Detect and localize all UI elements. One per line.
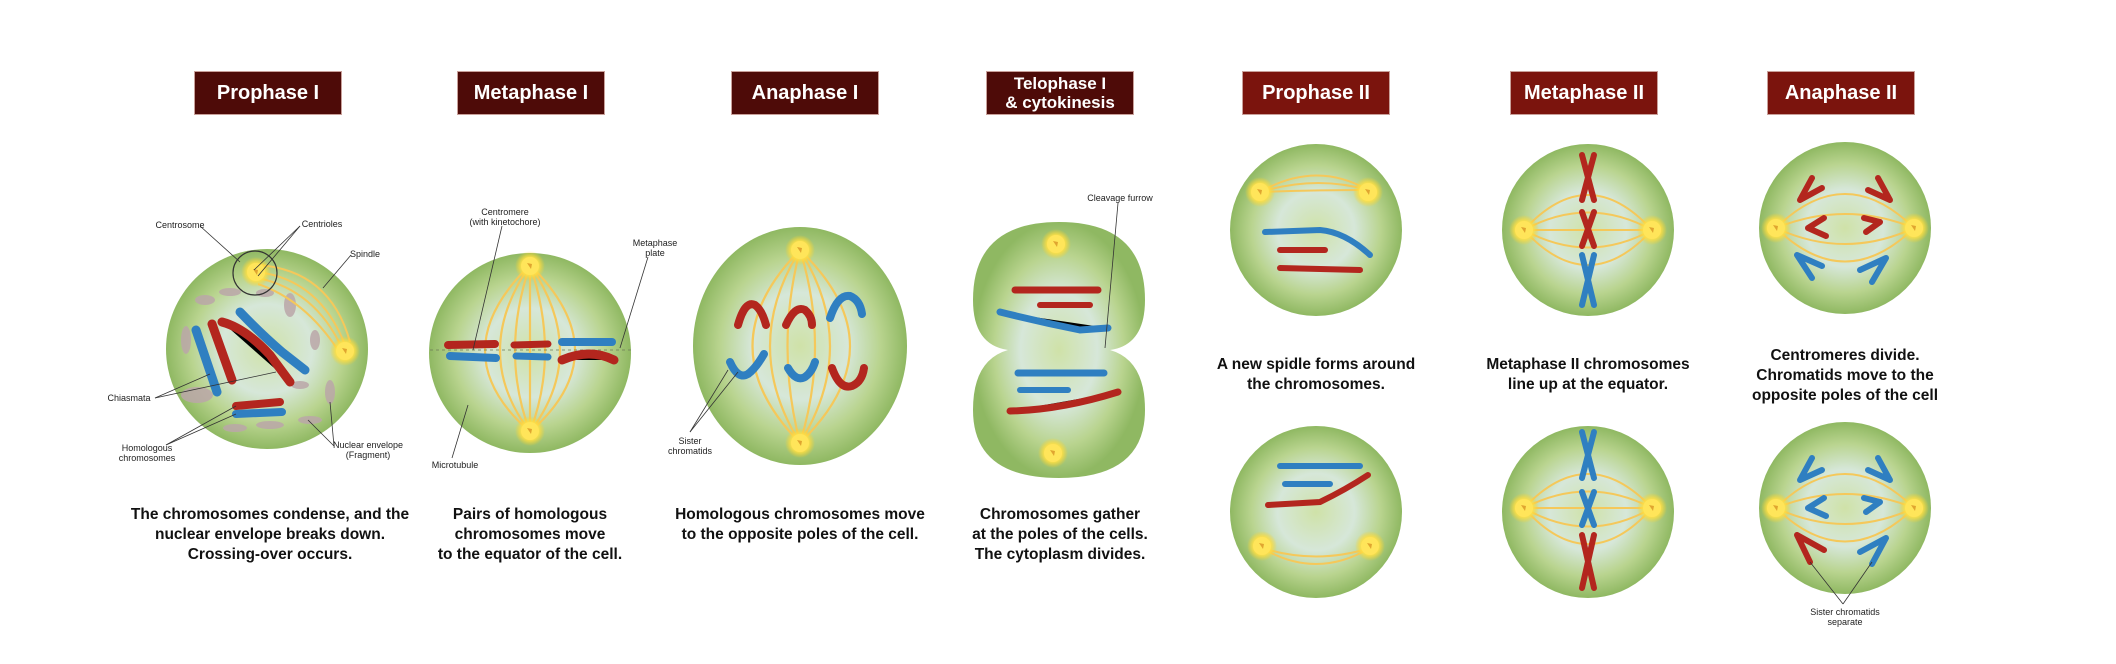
centrosome-icon — [1038, 438, 1068, 468]
centrosome-icon — [1637, 215, 1667, 245]
anaphase-2-cell-top — [1759, 142, 1931, 314]
prophase-1-cell — [154, 225, 368, 449]
annotation-spindle: Spindle — [349, 249, 381, 259]
stage-label-text: Metaphase I — [473, 81, 589, 104]
centrosome-icon — [330, 336, 360, 366]
anaphase-2-cell-bottom — [1759, 422, 1931, 605]
description-metaphase-2: Metaphase II chromosomes line up at the … — [1486, 356, 1690, 393]
stage-label-metaphase-2: Metaphase II — [1510, 71, 1658, 115]
stage-label-text: Telophase I & cytokinesis — [1005, 74, 1115, 112]
centrosome-icon — [1899, 213, 1929, 243]
spindle-fibers — [484, 264, 576, 433]
stage-label-text: Prophase I — [216, 81, 320, 104]
description-prophase-1: The chromosomes condense, and the nuclea… — [130, 506, 410, 563]
annotation-centrosome: Centrosome — [155, 220, 205, 230]
centrosome-icon — [1353, 177, 1383, 207]
centrosome-icon — [1245, 177, 1275, 207]
homologous-chromosome-pairs — [191, 307, 310, 418]
description-metaphase-1: Pairs of homologous chromosomes move to … — [437, 506, 623, 563]
stage-label-prophase-1: Prophase I — [194, 71, 342, 115]
stage-label-anaphase-2: Anaphase II — [1767, 71, 1915, 115]
centrosome-icon — [515, 251, 545, 281]
stage-label-telophase-1: Telophase I & cytokinesis — [986, 71, 1134, 115]
centrosome-icon — [785, 428, 815, 458]
description-anaphase-2: Centromeres divide. Chromatids move to t… — [1751, 347, 1939, 404]
annotation-homologous-chromosomes: Homologous chromosomes — [118, 443, 176, 463]
centrosome-icon — [1041, 229, 1071, 259]
annotation-metaphase-plate: Metaphase plate — [632, 238, 678, 258]
centrosome-icon — [1355, 531, 1385, 561]
prophase-2-cell-bottom — [1230, 426, 1402, 598]
centrosome-icon — [1247, 531, 1277, 561]
stage-label-text: Anaphase I — [751, 81, 859, 104]
annotation-centromere: Centromere (with kinetochore) — [469, 207, 541, 227]
annotation-nuclear-envelope: Nuclear envelope (Fragment) — [332, 440, 404, 460]
stage-label-text: Prophase II — [1262, 81, 1370, 104]
annotation-centrioles: Centrioles — [301, 219, 343, 229]
centrosome-icon — [1761, 213, 1791, 243]
centrosome-icon — [785, 235, 815, 265]
prophase-2-cell-top — [1230, 144, 1402, 316]
prophase-1-leader-lines — [154, 225, 352, 447]
centrosome-icon — [1637, 493, 1667, 523]
description-anaphase-1: Homologous chromosomes move to the oppos… — [675, 506, 925, 543]
annotation-cleavage-furrow: Cleavage furrow — [1087, 193, 1153, 203]
centrosome-icon — [1509, 215, 1539, 245]
stage-label-anaphase-1: Anaphase I — [731, 71, 879, 115]
separating-chromosomes — [726, 291, 868, 391]
description-prophase-2: A new spidle forms around the chromosome… — [1216, 356, 1416, 393]
annotation-sister-chromatids: Sister chromatids — [667, 436, 712, 456]
centrosome-icon — [1899, 493, 1929, 523]
spindle-fibers — [257, 264, 351, 351]
metaphase-2-cell-top — [1502, 144, 1674, 316]
centrosome-icon — [241, 257, 271, 287]
cleavage-furrow-leader-line — [1104, 202, 1119, 349]
anaphase-1-leader-lines — [689, 369, 739, 433]
centrosome-icon — [1509, 493, 1539, 523]
stage-label-metaphase-1: Metaphase I — [457, 71, 605, 115]
centrosome-icon — [1761, 493, 1791, 523]
metaphase-2-cell-bottom — [1502, 426, 1674, 598]
stage-label-prophase-2: Prophase II — [1242, 71, 1390, 115]
description-telophase-1: Chromosomes gather at the poles of the c… — [972, 506, 1148, 563]
metaphase-1-leader-lines — [451, 225, 649, 459]
centrosome-icon — [515, 416, 545, 446]
annotation-microtubule: Microtubule — [431, 460, 479, 470]
chromosome-groups — [996, 286, 1122, 415]
homologous-chromosome-pairs — [444, 338, 619, 365]
annotation-chiasmata: Chiasmata — [107, 393, 151, 403]
anaphase-1-cell — [689, 227, 907, 465]
spindle-fibers — [751, 249, 852, 444]
telophase-1-cell — [973, 202, 1145, 478]
annotation-sister-chromatids-separate: Sister chromatids separate — [1810, 607, 1880, 627]
stage-label-text: Metaphase II — [1523, 81, 1645, 104]
stage-label-text: Anaphase II — [1784, 81, 1898, 104]
metaphase-1-cell — [429, 225, 649, 459]
